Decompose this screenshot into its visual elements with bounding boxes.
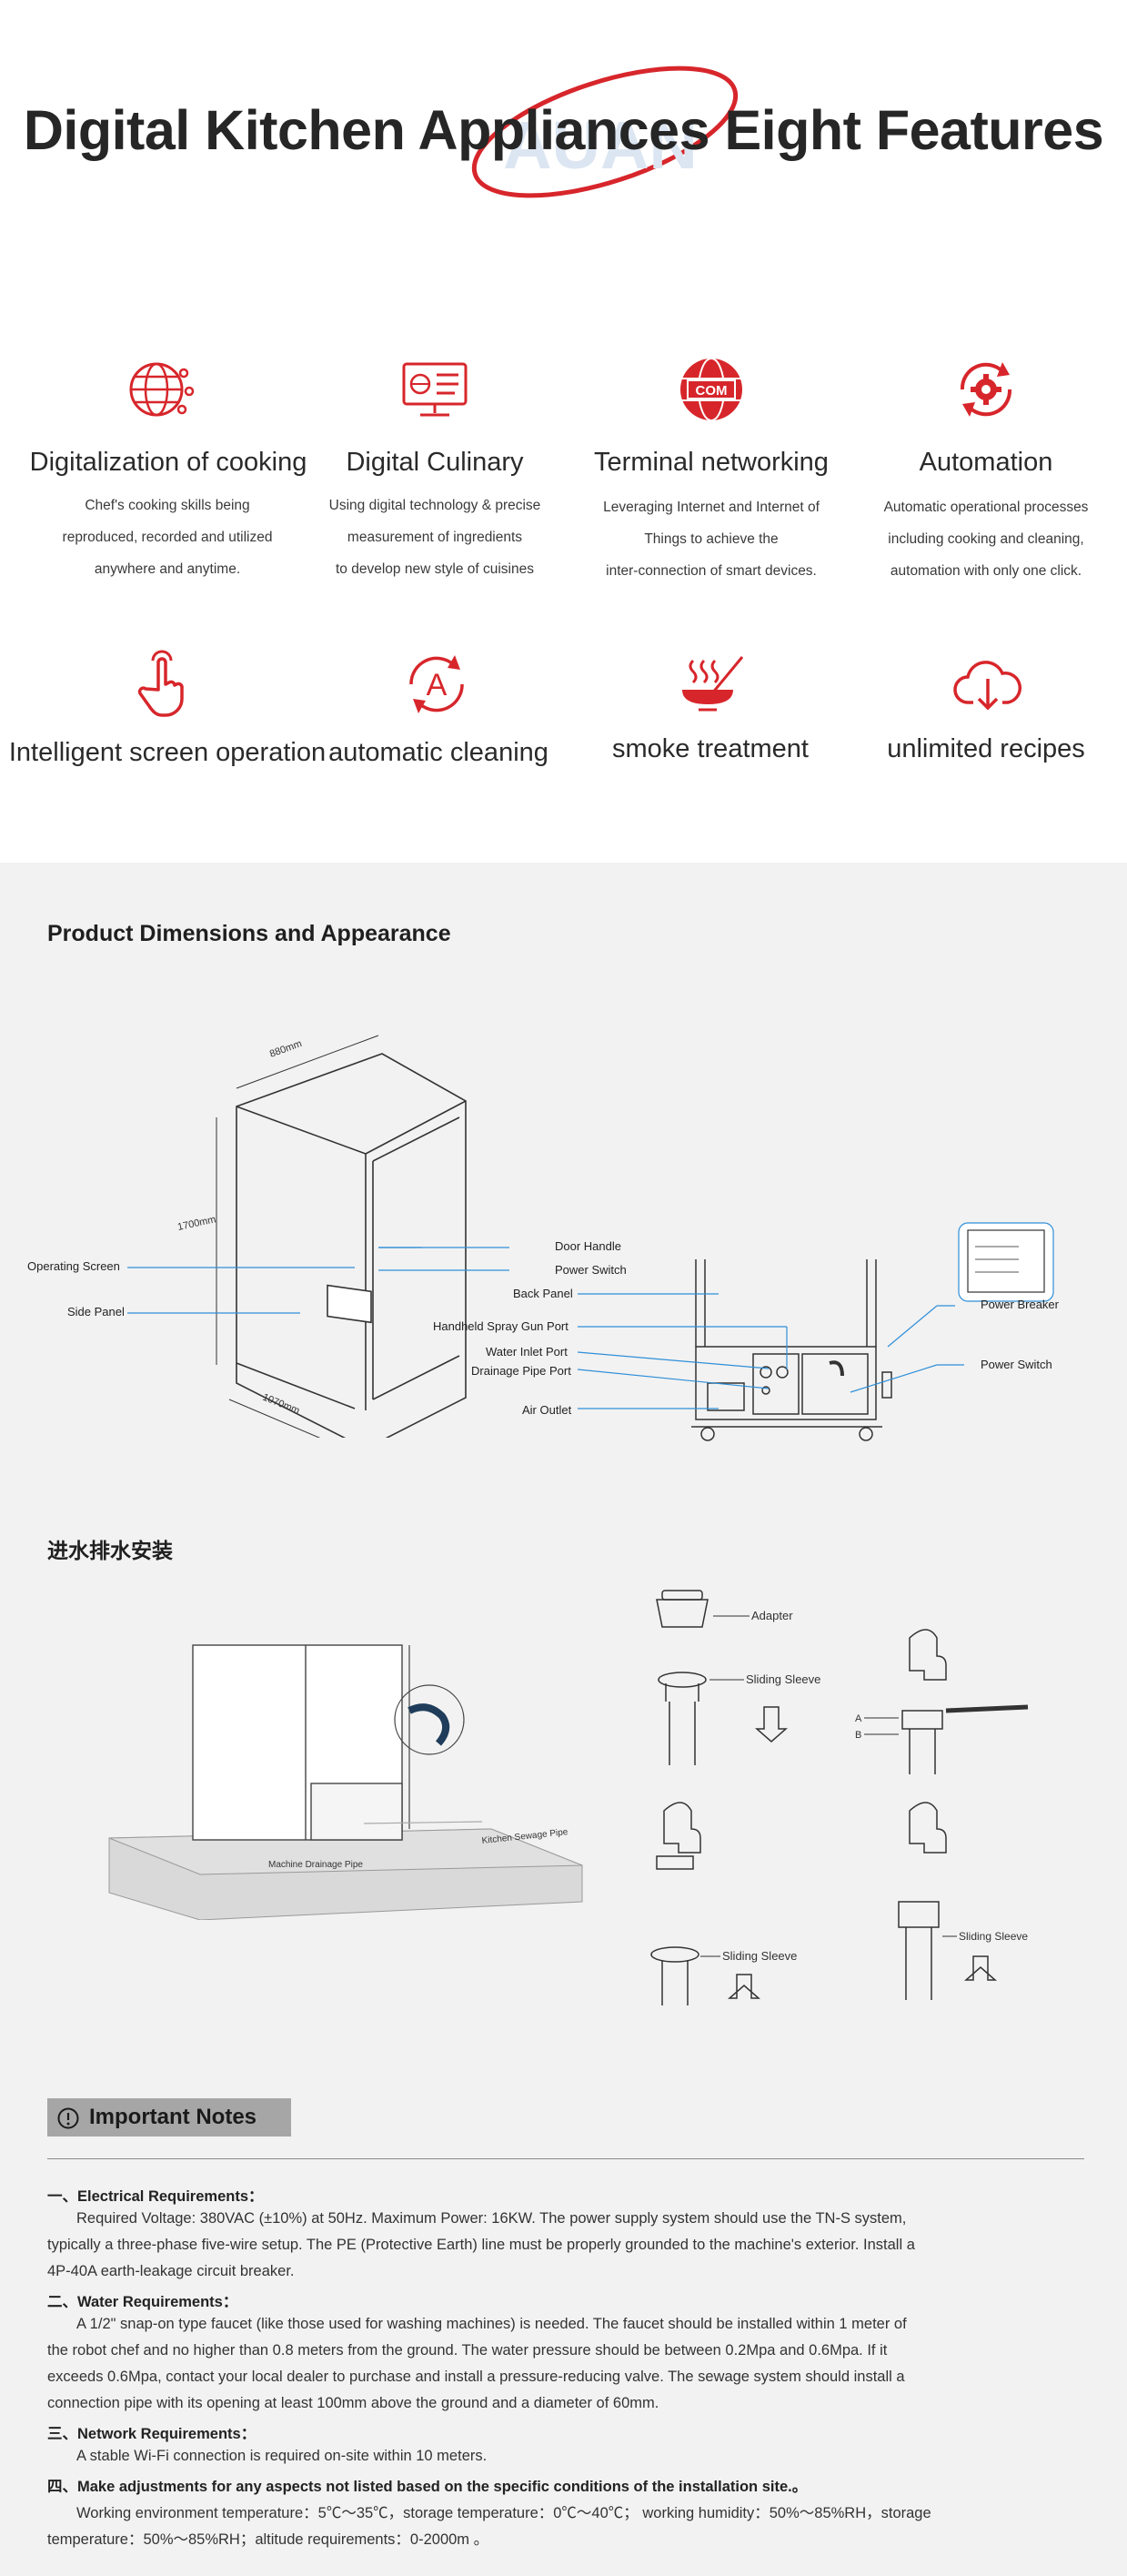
feature-title-1: Digitalization of cooking: [29, 448, 307, 477]
feature-title-7: smoke treatment: [612, 734, 809, 763]
feature-title-2: Digital Culinary: [346, 448, 524, 477]
cloud-download-icon: [953, 661, 1022, 711]
features-section: AUAN Digital Kitchen Appliances Eight Fe…: [0, 0, 1127, 863]
notes-text-line: temperature：50%～85%RH；altitude requireme…: [47, 2531, 489, 2548]
notes-text-line: 4P-40A earth-leakage circuit breaker.: [47, 2263, 295, 2279]
touch-hand-icon: [137, 650, 184, 717]
operating-screen-label: Operating Screen: [27, 1259, 120, 1273]
feature-desc-2: Using digital technology & precise measu…: [328, 498, 541, 577]
spray-gun-port-label: Handheld Spray Gun Port: [433, 1319, 569, 1333]
power-switch-front-label: Power Switch: [555, 1263, 627, 1277]
machine-drainage-label: Machine Drainage Pipe: [268, 1860, 363, 1870]
feature-title-6: automatic cleaning: [328, 738, 548, 767]
feature-title-8: unlimited recipes: [887, 734, 1085, 763]
notes-text-line: A 1/2" snap-on type faucet (like those u…: [76, 2316, 907, 2332]
smoking-pan-icon: [682, 656, 744, 712]
label-a: A: [855, 1713, 862, 1724]
notes-section-heading: 三、Network Requirements：: [47, 2426, 257, 2442]
side-panel-label: Side Panel: [67, 1305, 125, 1318]
notes-text-line: Working environment temperature：5℃～35℃，s…: [76, 2505, 931, 2521]
back-panel-label: Back Panel: [513, 1287, 573, 1300]
notes-text-line: the robot chef and no higher than 0.8 me…: [47, 2342, 888, 2359]
label-b: B: [855, 1730, 861, 1741]
sliding-sleeve-label-2: Sliding Sleeve: [722, 1949, 797, 1963]
air-outlet-label: Air Outlet: [522, 1403, 572, 1417]
notes-text-line: exceeds 0.6Mpa, contact your local deale…: [47, 2369, 905, 2385]
machine-back-drawing: [577, 1222, 1054, 1441]
notes-section-heading: 四、Make adjustments for any aspects not l…: [47, 2479, 808, 2495]
notes-title: Important Notes: [89, 2105, 257, 2129]
notes-text-line: connection pipe with its opening at leas…: [47, 2395, 659, 2411]
feature-desc-1: Chef's cooking skills being reproduced, …: [62, 498, 273, 577]
notes-header-box: [47, 2098, 291, 2137]
notes-divider: [47, 2158, 1084, 2159]
gear-cycle-icon: [960, 362, 1012, 417]
sliding-sleeve-label-1: Sliding Sleeve: [746, 1672, 820, 1686]
drainage-pipe-port-label: Drainage Pipe Port: [471, 1364, 571, 1378]
door-handle-label: Door Handle: [555, 1239, 621, 1253]
page-title: Digital Kitchen Appliances Eight Feature…: [23, 99, 1104, 161]
notes-text-line: typically a three-phase five-wire setup.…: [47, 2237, 915, 2253]
info-icon: [57, 2107, 79, 2129]
brand-watermark: AUAN: [503, 107, 698, 183]
installation-heading: 进水排水安装: [47, 1539, 173, 1562]
monitor-globe-icon: [402, 362, 468, 417]
water-inlet-port-label: Water Inlet Port: [486, 1345, 568, 1359]
feature-title-5: Intelligent screen operation: [8, 738, 327, 767]
dim-width-label: 880mm: [268, 1038, 304, 1060]
adapter-label: Adapter: [751, 1609, 793, 1622]
feature-desc-4: Automatic operational processes includin…: [883, 500, 1089, 579]
feature-title-3: Terminal networking: [594, 448, 829, 477]
svg-text:COM: COM: [696, 383, 728, 399]
notes-text-line: Required Voltage: 380VAC (±10%) at 50Hz.…: [76, 2210, 907, 2227]
installation-drawing: Machine Drainage Pipe Kitchen Sewage Pip…: [108, 1644, 583, 1920]
machine-front-drawing: 880mm 1700mm 1070mm: [127, 1035, 509, 1438]
svg-text:A: A: [427, 668, 448, 702]
power-switch-back-label: Power Switch: [981, 1358, 1052, 1371]
faucet-install-steps: Adapter Sliding Sleeve Sliding Sleeve Sl…: [650, 1590, 1028, 2005]
specs-section: [0, 863, 1127, 2576]
power-breaker-label: Power Breaker: [981, 1298, 1059, 1311]
dim-height-label: 1700mm: [176, 1214, 216, 1233]
dimensions-heading: Product Dimensions and Appearance: [47, 921, 451, 946]
notes-text-line: A stable Wi-Fi connection is required on…: [76, 2448, 488, 2464]
auto-cycle-icon: A: [409, 655, 464, 713]
dim-depth-label: 1070mm: [261, 1392, 301, 1417]
notes-section-heading: 二、Water Requirements：: [47, 2294, 238, 2310]
feature-desc-3: Leveraging Internet and Internet of Thin…: [603, 500, 820, 579]
feature-title-4: Automation: [919, 448, 1053, 477]
sliding-sleeve-label-3: Sliding Sleeve: [959, 1930, 1028, 1943]
brand-logo: AUAN: [471, 66, 739, 198]
globe-network-icon: [129, 362, 195, 417]
notes-section-heading: 一、Electrical Requirements：: [47, 2188, 264, 2205]
com-globe-icon: COM: [680, 358, 742, 421]
